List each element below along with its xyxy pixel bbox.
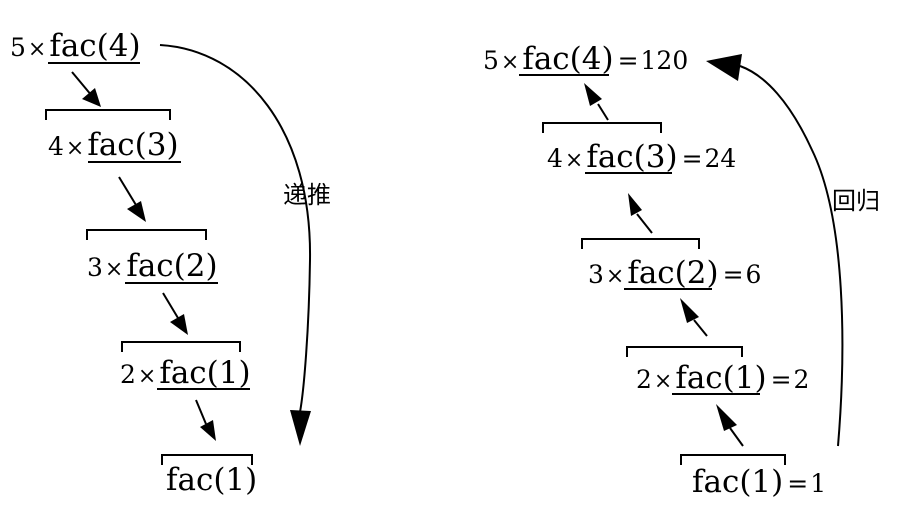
- fac-call: fac(4): [522, 41, 613, 77]
- equals-sign: =: [771, 365, 792, 394]
- step-arrow: [71, 71, 93, 97]
- svg-text:3×fac(2): 3×fac(2): [87, 248, 218, 284]
- backtrack-panel: 5×fac(4)=120 4×fac(3)=24 3×fac(2)=6 2×fa…: [483, 41, 880, 500]
- fac-call: fac(4): [49, 28, 140, 64]
- recursion-flow-arrow: [159, 44, 312, 413]
- svg-text:3×fac(2)=6: 3×fac(2)=6: [588, 255, 761, 291]
- coefficient: 3: [588, 260, 604, 289]
- fac-call: fac(1): [159, 355, 250, 391]
- return-bracket: [86, 229, 207, 240]
- return-bracket: [121, 341, 241, 352]
- result-value: 24: [705, 144, 737, 173]
- result-value: 2: [794, 365, 810, 394]
- step-arrow: [597, 103, 609, 121]
- return-bracket: [161, 454, 253, 465]
- coefficient: 2: [636, 365, 652, 394]
- step-arrow: [729, 427, 744, 447]
- return-bracket: [542, 122, 662, 133]
- result-value: 1: [810, 469, 826, 498]
- fac-call: fac(1): [692, 464, 783, 500]
- return-bracket: [45, 109, 171, 120]
- arrowhead: [628, 193, 642, 216]
- arrowhead: [127, 201, 146, 222]
- result-value: 120: [641, 46, 689, 75]
- svg-text:4×fac(3): 4×fac(3): [48, 127, 179, 163]
- arrowhead: [170, 314, 188, 335]
- equals-sign: =: [682, 144, 703, 173]
- step-arrow: [693, 319, 708, 337]
- arrowhead: [82, 88, 101, 107]
- fac-call: fac(3): [87, 127, 178, 163]
- times-sign: ×: [501, 50, 519, 75]
- backtrack-flow-arrow: [739, 65, 844, 447]
- arrowhead: [680, 298, 699, 323]
- arrowhead: [584, 83, 602, 106]
- step-arrow: [162, 292, 179, 319]
- step-arrow: [195, 399, 207, 425]
- times-sign: ×: [654, 369, 672, 394]
- svg-text:5×fac(4)=120: 5×fac(4)=120: [483, 41, 688, 77]
- equals-sign: =: [787, 469, 808, 498]
- fac-call: fac(1): [675, 360, 766, 396]
- coefficient: 2: [120, 360, 136, 389]
- return-bracket: [581, 238, 700, 249]
- arrowhead: [706, 54, 742, 81]
- fac-call: fac(2): [126, 248, 217, 284]
- coefficient: 5: [10, 33, 26, 62]
- svg-text:5×fac(4): 5×fac(4): [10, 28, 141, 64]
- equals-sign: =: [723, 260, 744, 289]
- coefficient: 5: [483, 46, 499, 75]
- times-sign: ×: [606, 264, 624, 289]
- svg-text:2×fac(1)=2: 2×fac(1)=2: [636, 360, 809, 396]
- arrowhead: [716, 404, 737, 431]
- fac-call: fac(3): [586, 139, 677, 175]
- svg-text:fac(1)=1: fac(1)=1: [692, 464, 826, 500]
- coefficient: 4: [48, 132, 64, 161]
- times-sign: ×: [565, 148, 583, 173]
- svg-text:4×fac(3)=24: 4×fac(3)=24: [547, 139, 736, 175]
- coefficient: 4: [547, 144, 563, 173]
- equals-sign: =: [618, 46, 639, 75]
- coefficient: 3: [87, 253, 103, 282]
- arrowhead: [200, 420, 216, 441]
- times-sign: ×: [66, 136, 84, 161]
- fac-call: fac(1): [166, 462, 257, 498]
- recursion-panel: 5×fac(4) 4×fac(3) 3×fac(2) 2×fac(1): [10, 28, 331, 498]
- svg-text:2×fac(1): 2×fac(1): [120, 355, 251, 391]
- fac-call: fac(2): [627, 255, 718, 291]
- step-arrow: [118, 176, 137, 206]
- arrowhead: [290, 410, 311, 446]
- times-sign: ×: [138, 364, 156, 389]
- step-arrow: [636, 213, 653, 234]
- times-sign: ×: [105, 257, 123, 282]
- backtrack-label: 回归: [832, 187, 880, 215]
- times-sign: ×: [28, 37, 46, 62]
- return-bracket: [626, 346, 743, 357]
- result-value: 6: [746, 260, 762, 289]
- recursion-label: 递推: [283, 181, 331, 209]
- return-bracket: [680, 454, 786, 465]
